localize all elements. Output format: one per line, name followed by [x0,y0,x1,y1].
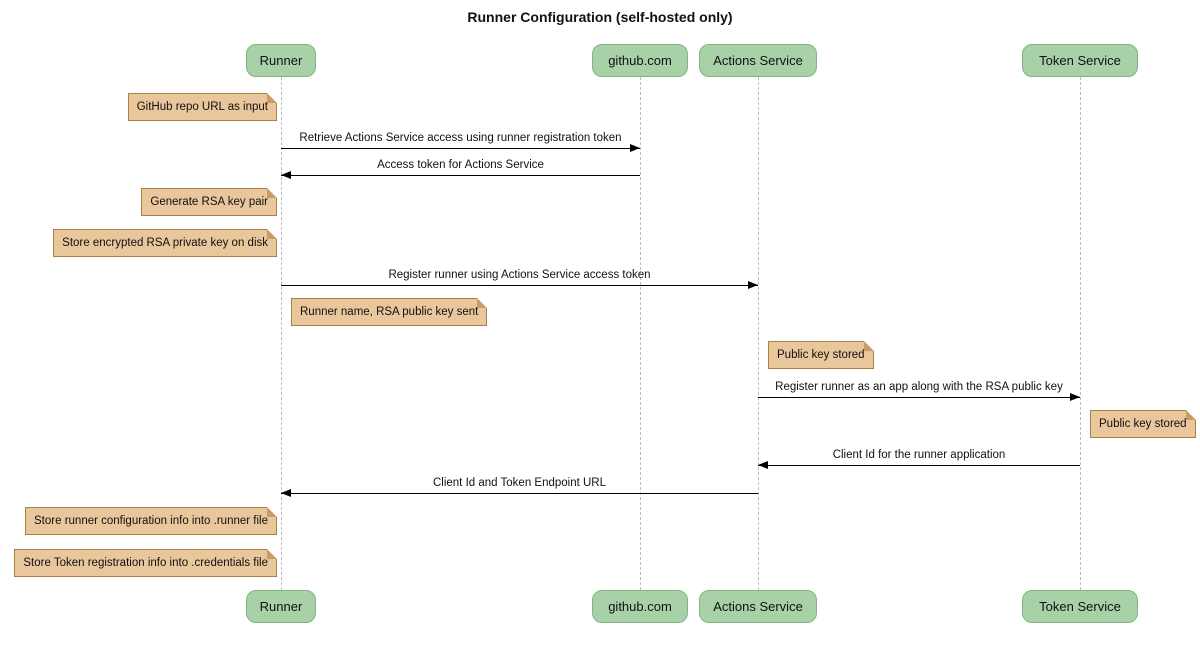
participant-label: Runner [259,53,303,68]
note-text: Runner name, RSA public key sent [300,306,479,318]
participant-bottom-actions: Actions Service [699,590,817,623]
note-text: Generate RSA key pair [150,196,268,208]
note-text: GitHub repo URL as input [136,101,268,113]
message-label: Register runner using Actions Service ac… [388,269,651,281]
note-text: Store Token registration info into .cred… [23,557,268,569]
message-label: Client Id and Token Endpoint URL [432,477,607,489]
participant-top-actions: Actions Service [699,44,817,77]
message-line [281,175,640,176]
note: Store encrypted RSA private key on disk [53,229,277,257]
message-label: Client Id for the runner application [832,449,1006,461]
note-text: Store encrypted RSA private key on disk [62,237,268,249]
participant-bottom-github: github.com [592,590,688,623]
arrowhead-icon [758,461,768,469]
participant-label: github.com [608,599,672,614]
note: Public key stored [768,341,874,369]
participant-top-runner: Runner [246,44,316,77]
participant-label: Actions Service [713,53,803,68]
note: Runner name, RSA public key sent [291,298,488,326]
note: Store Token registration info into .cred… [14,549,277,577]
note-text: Store runner configuration info into .ru… [34,515,268,527]
lifeline-actions [757,77,759,590]
note: Generate RSA key pair [141,188,277,216]
participant-label: Actions Service [713,599,803,614]
diagram-title: Runner Configuration (self-hosted only) [467,9,733,25]
note: Public key stored [1090,410,1196,438]
participant-label: Token Service [1039,53,1121,68]
participant-top-github: github.com [592,44,688,77]
note: GitHub repo URL as input [127,93,278,121]
message-line [281,285,758,286]
message-label: Retrieve Actions Service access using ru… [299,132,622,144]
message-line [281,148,640,149]
note: Store runner configuration info into .ru… [25,507,277,535]
lifeline-github [639,77,641,590]
message-label: Register runner as an app along with the… [775,381,1063,393]
arrowhead-icon [1070,393,1080,401]
participant-top-token: Token Service [1022,44,1138,77]
arrowhead-icon [281,171,291,179]
arrowhead-icon [281,489,291,497]
lifeline-runner [280,77,282,590]
message-label: Access token for Actions Service [377,159,544,171]
message-line [758,465,1080,466]
participant-label: github.com [608,53,672,68]
note-text: Public key stored [777,349,865,361]
arrowhead-icon [748,281,758,289]
participant-label: Token Service [1039,599,1121,614]
lifeline-token [1079,77,1081,590]
note-text: Public key stored [1099,418,1187,430]
participant-bottom-runner: Runner [246,590,316,623]
message-line [758,397,1080,398]
participant-bottom-token: Token Service [1022,590,1138,623]
participant-label: Runner [259,599,303,614]
message-line [281,493,758,494]
arrowhead-icon [630,144,640,152]
